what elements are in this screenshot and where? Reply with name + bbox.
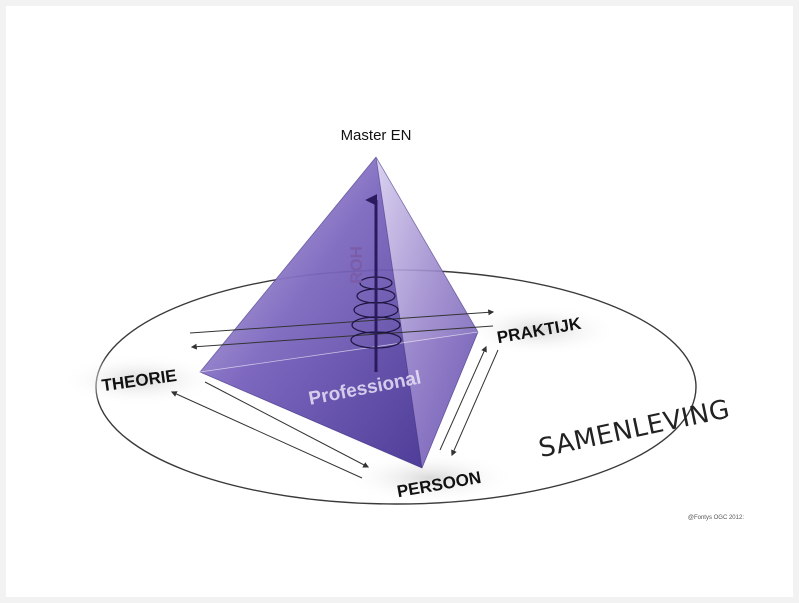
society-label: SAMENLEVING	[536, 394, 733, 464]
roh-label: ROH	[347, 246, 366, 284]
apex-label: Master EN	[341, 127, 412, 144]
copyright-label: @Fontys OGC 2012:	[688, 515, 744, 521]
